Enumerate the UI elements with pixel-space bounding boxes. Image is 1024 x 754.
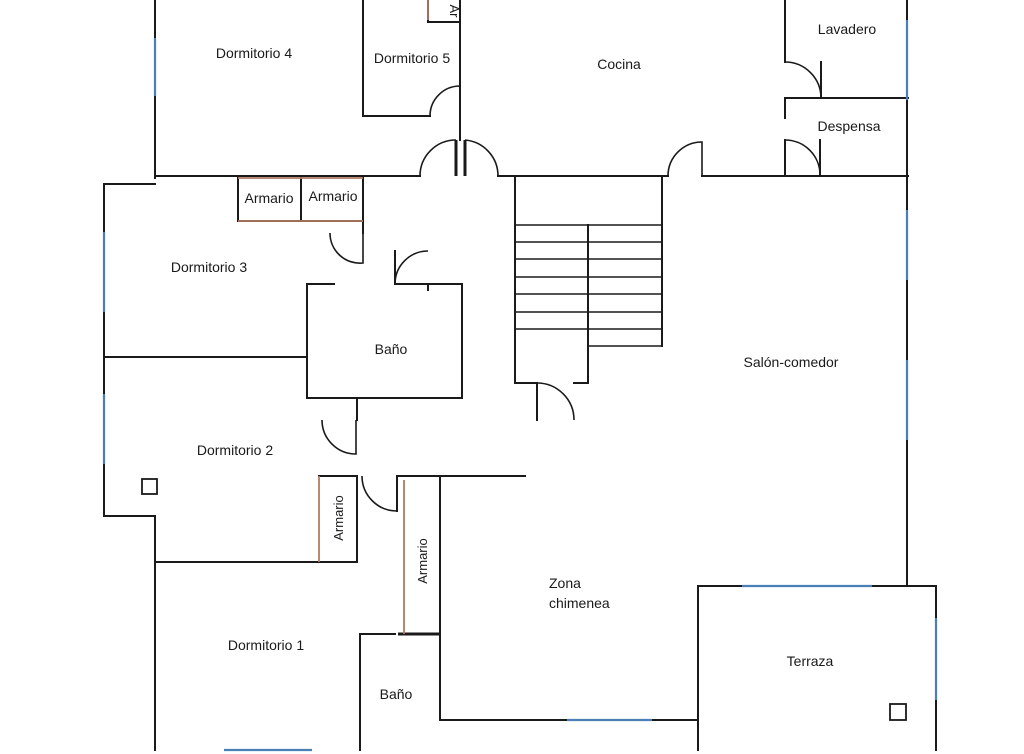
label-chimenea: chimenea	[549, 595, 610, 611]
label-dormitorio-4: Dormitorio 4	[216, 45, 292, 61]
label-dormitorio-5: Dormitorio 5	[374, 50, 450, 66]
label-armario-c: Armario	[331, 495, 346, 541]
label-terraza: Terraza	[787, 653, 834, 669]
room-labels: Dormitorio 4 Dormitorio 5 Ar Cocina Lava…	[171, 5, 881, 703]
label-dormitorio-3: Dormitorio 3	[171, 259, 247, 275]
label-despensa: Despensa	[817, 118, 880, 134]
windows	[102, 20, 938, 752]
label-armario-d: Armario	[415, 538, 430, 584]
label-dormitorio-2: Dormitorio 2	[197, 442, 273, 458]
label-cocina: Cocina	[597, 56, 641, 72]
walls	[103, 0, 937, 751]
label-armario-b: Armario	[308, 188, 357, 204]
label-zona: Zona	[549, 575, 581, 591]
marker-square-dorm2	[141, 478, 158, 495]
label-lavadero: Lavadero	[818, 21, 877, 37]
label-bano-bottom: Baño	[380, 686, 413, 702]
door-swings	[321, 61, 822, 512]
marker-square-terraza	[889, 703, 907, 721]
label-dormitorio-1: Dormitorio 1	[228, 637, 304, 653]
label-armario-a: Armario	[244, 190, 293, 206]
label-bano-top: Baño	[375, 341, 408, 357]
label-salon-comedor: Salón-comedor	[744, 354, 839, 370]
closets	[238, 0, 429, 634]
label-armario-top: Ar	[447, 5, 462, 19]
stair-steps	[515, 224, 662, 347]
